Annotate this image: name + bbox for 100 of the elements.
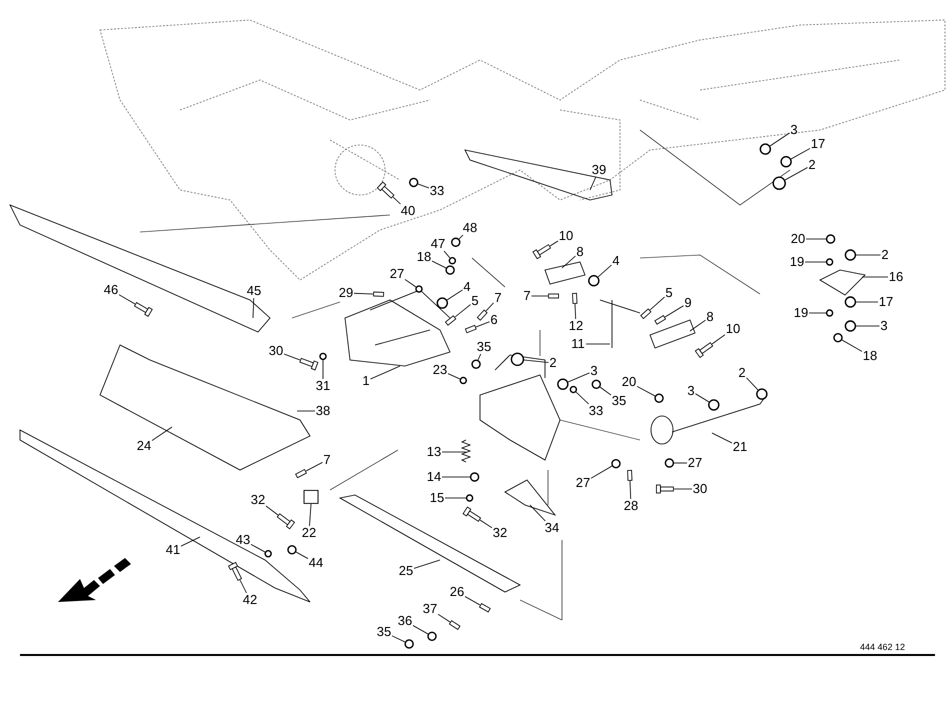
callout-number: 2 [881,248,889,262]
pin-icon [448,620,461,630]
leader-line [370,366,400,380]
leader-line [392,635,406,642]
washer-icon [826,234,836,244]
callout-number: 26 [450,585,464,599]
bolt-icon [276,513,296,530]
callout-number: 39 [592,163,606,177]
callout-number: 18 [862,349,878,363]
leader-line [284,354,300,360]
callout-number: 7 [523,289,531,303]
pin-icon [654,315,666,325]
pin-icon [444,315,456,326]
callout-number: 29 [338,286,354,300]
callout-number: 19 [794,306,808,320]
leader-line [808,312,826,314]
callout-number: 2 [738,366,746,380]
washer-icon [708,399,720,411]
pin-icon [640,308,652,320]
leader-line [842,340,862,352]
leader-line [478,354,482,360]
leader-line [250,544,266,552]
callout-number: 25 [398,564,414,578]
leader-line [392,196,401,204]
washer-icon [436,297,448,309]
leader-line [598,264,612,278]
callout-number: 33 [430,184,444,198]
leader-line [862,276,888,278]
leader-line [650,296,665,310]
washer-icon [510,352,524,366]
callout-number: 6 [490,313,498,327]
bolt-icon [376,182,394,199]
leader-line [674,488,692,490]
pin-icon [373,292,384,297]
washer-icon [844,296,856,308]
bolt-icon [228,562,242,581]
leader-line [712,334,726,344]
pin-icon [295,468,307,478]
callout-number: 8 [576,245,584,259]
drawing-number: 444 462 12 [860,642,906,652]
callout-number: 8 [706,310,714,324]
leader-line [674,462,688,464]
leader-line [448,373,460,380]
washer-icon [470,472,480,482]
callout-number: 3 [790,123,798,137]
callout-number: 13 [426,445,442,459]
pin-icon [476,310,488,321]
washer-icon [756,388,768,400]
leader-line [414,560,440,569]
washer-icon [570,386,578,394]
callout-number: 4 [612,254,620,268]
leader-line [432,260,446,268]
callout-number: 7 [323,453,331,467]
washer-icon [826,258,834,266]
leader-line [266,506,278,516]
washer-icon [466,494,474,502]
callout-number: 15 [430,491,444,505]
leader-line [486,302,494,312]
washer-icon [264,550,272,558]
callout-number: 3 [880,319,888,333]
bolt-icon [299,358,318,370]
leader-line [118,294,136,304]
washer-icon [844,320,856,332]
washer-icon [404,639,414,649]
callout-number: 40 [400,204,416,218]
pin-icon [627,470,632,481]
callout-number: 11 [571,337,585,351]
bolt-icon [694,342,714,358]
bolt-icon [462,506,482,522]
leader-line [438,614,450,622]
callout-number: 20 [622,375,636,389]
leader-line [454,304,471,318]
washer-icon [654,393,664,403]
pin-icon [464,324,477,334]
callout-number: 32 [492,526,508,540]
leader-line [590,176,596,190]
leader-line [309,504,312,526]
callout-number: 31 [316,379,330,393]
callout-number: 33 [588,404,604,418]
pin-icon [548,294,559,298]
washer-icon [319,352,327,360]
leader-line [636,386,656,396]
callout-number: 17 [810,137,826,151]
washer-icon [588,275,600,286]
leader-line [240,580,247,594]
washer-icon [427,632,437,641]
callout-number: 27 [576,476,590,490]
callout-number: 4 [463,280,471,294]
callout-number: 10 [726,322,740,336]
bolt-icon [532,244,552,260]
leader-line [322,360,324,380]
callout-number: 20 [790,232,806,246]
leader-line [524,360,549,363]
leader-line [562,256,576,268]
leader-line [568,372,590,382]
callout-number: 27 [390,267,404,281]
callout-number: 14 [426,470,442,484]
bolt-icon [656,484,674,494]
washer-icon [448,257,456,264]
washer-icon [408,178,418,188]
